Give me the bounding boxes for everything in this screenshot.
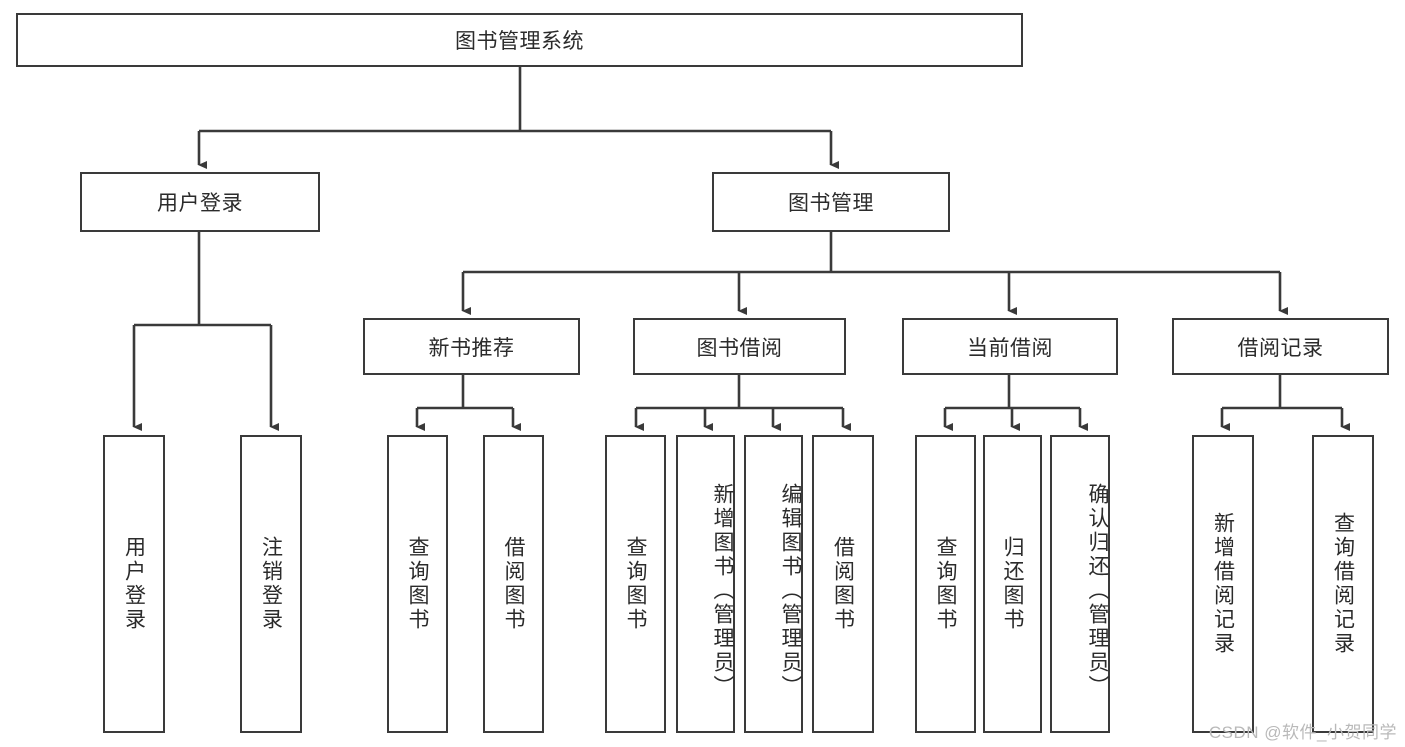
leaf-return-book[interactable]: 归还图书 <box>983 435 1042 733</box>
node-label: 借阅图书 <box>502 536 525 632</box>
leaf-query-book-borrow[interactable]: 查询图书 <box>605 435 666 733</box>
leaf-add-borrow-record[interactable]: 新增借阅记录 <box>1192 435 1254 733</box>
node-user-login[interactable]: 用户登录 <box>80 172 320 232</box>
node-book-management[interactable]: 图书管理 <box>712 172 950 232</box>
node-label: 用户登录 <box>122 536 146 632</box>
node-root-system[interactable]: 图书管理系统 <box>16 13 1023 67</box>
leaf-user-login[interactable]: 用户登录 <box>103 435 165 733</box>
leaf-add-book[interactable]: 新增图书（管理员） <box>676 435 735 733</box>
node-label: 借阅图书 <box>831 536 855 632</box>
node-label: 新增图书（管理员） <box>711 483 734 699</box>
node-label: 新书推荐 <box>428 336 515 360</box>
leaf-confirm-return[interactable]: 确认归还（管理员） <box>1050 435 1110 733</box>
node-label: 确认归还（管理员） <box>1086 483 1109 699</box>
leaf-query-borrow-record[interactable]: 查询借阅记录 <box>1312 435 1374 733</box>
node-book-borrow[interactable]: 图书借阅 <box>633 318 846 375</box>
node-label: 查询图书 <box>624 536 647 632</box>
node-label: 图书借阅 <box>696 336 783 360</box>
node-label: 当前借阅 <box>967 336 1053 360</box>
node-new-book-recommend[interactable]: 新书推荐 <box>363 318 580 375</box>
node-label: 注销登录 <box>259 536 283 632</box>
node-label: 图书管理系统 <box>455 30 584 53</box>
leaf-logout-login[interactable]: 注销登录 <box>240 435 302 733</box>
csdn-watermark: CSDN @软件_小贺同学 <box>1208 723 1397 742</box>
node-current-borrow[interactable]: 当前借阅 <box>902 318 1118 375</box>
node-label: 编辑图书（管理员） <box>779 483 802 699</box>
leaf-query-book-current[interactable]: 查询图书 <box>915 435 976 733</box>
node-label: 查询图书 <box>934 536 957 632</box>
node-borrow-record[interactable]: 借阅记录 <box>1172 318 1389 375</box>
node-label: 用户登录 <box>157 192 243 215</box>
node-label: 借阅记录 <box>1237 336 1324 360</box>
node-label: 查询图书 <box>406 536 429 632</box>
leaf-edit-book[interactable]: 编辑图书（管理员） <box>744 435 803 733</box>
node-label: 归还图书 <box>1001 536 1024 632</box>
leaf-borrow-book-recommend[interactable]: 借阅图书 <box>483 435 544 733</box>
node-label: 图书管理 <box>788 192 874 215</box>
node-label: 新增借阅记录 <box>1211 512 1235 656</box>
leaf-query-book-recommend[interactable]: 查询图书 <box>387 435 448 733</box>
node-label: 查询借阅记录 <box>1331 512 1355 656</box>
leaf-borrow-book-borrow[interactable]: 借阅图书 <box>812 435 874 733</box>
